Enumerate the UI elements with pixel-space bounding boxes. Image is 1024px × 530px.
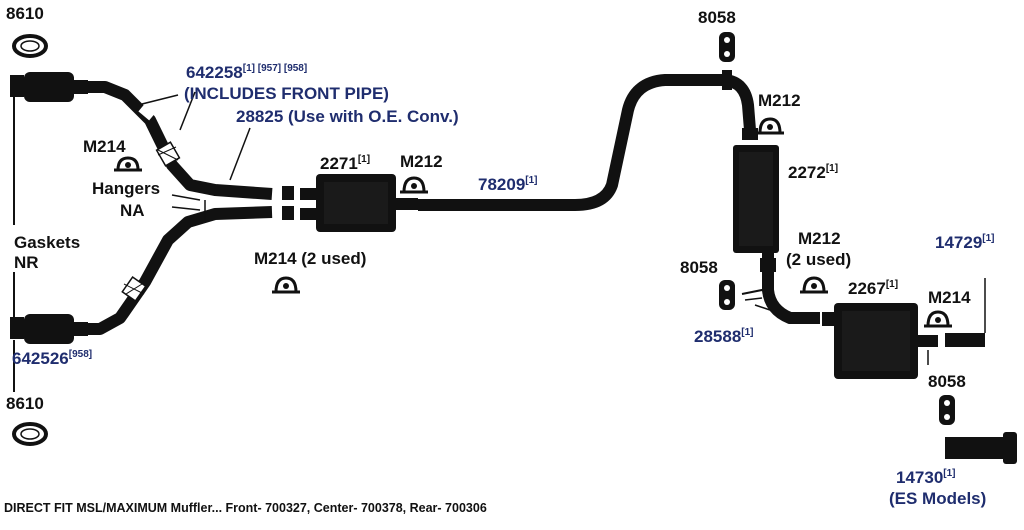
pipe-joint xyxy=(282,186,294,200)
m212-lower-right-note: (2 used) xyxy=(786,250,851,269)
gasket-top-label: 8610 xyxy=(6,4,44,23)
resonator xyxy=(733,145,779,253)
front-pipe-part-label: 642258[1] [957] [958] xyxy=(186,63,307,82)
muffler-2267-ref: [1] xyxy=(886,279,898,290)
diagram-caption: DIRECT FIT MSL/MAXIMUM Muffler... Front-… xyxy=(4,501,487,515)
rear-pipe xyxy=(762,253,820,324)
pipe-joint xyxy=(742,128,758,140)
pipe-28588-number: 28588 xyxy=(694,327,741,346)
resonator-2272-label: 2272[1] xyxy=(788,163,838,182)
tip-14730-label: 14730[1] xyxy=(896,468,956,487)
tip-14730-note: (ES Models) xyxy=(889,489,986,508)
exhaust-tip-14729 xyxy=(945,333,985,347)
flex-joint-icon xyxy=(155,141,181,167)
pipe-28588-label: 28588[1] xyxy=(694,327,754,346)
clamp-icon xyxy=(114,156,142,172)
tip-14729-ref: [1] xyxy=(982,233,994,244)
m212-lower-right-label: M212 xyxy=(798,229,841,248)
hangers-label: Hangers xyxy=(92,179,160,198)
bracket-icon xyxy=(741,288,771,311)
pipe-28825-label: 28825 (Use with O.E. Conv.) xyxy=(236,107,459,126)
pipe-78209-label: 78209[1] xyxy=(478,175,538,194)
gaskets-label: Gaskets xyxy=(14,233,80,252)
muffler-2271-ref: [1] xyxy=(358,154,370,165)
upper-front-pipe xyxy=(88,81,273,200)
part-642526-number: 642526 xyxy=(12,349,69,368)
clamp-icon xyxy=(756,117,784,135)
pipe-joint xyxy=(722,70,732,90)
m214-left-label: M214 xyxy=(83,137,126,156)
resonator-2272-ref: [1] xyxy=(826,163,838,174)
lower-front-pipe xyxy=(88,206,273,335)
hanger-8058-mid-label: 8058 xyxy=(680,258,718,277)
m212-upper-right-label: M212 xyxy=(758,91,801,110)
front-muffler xyxy=(316,174,418,232)
lower-catalytic-converter xyxy=(10,314,88,344)
part-642526-ref: [958] xyxy=(69,349,92,360)
part-642526-label: 642526[958] xyxy=(12,349,92,368)
clamp-icon xyxy=(272,276,300,294)
intermediate-pipe xyxy=(418,74,756,211)
tip-14730-ref: [1] xyxy=(943,468,955,479)
resonator-2272-number: 2272 xyxy=(788,163,826,182)
clamp-icon xyxy=(800,276,828,294)
tip-14730-number: 14730 xyxy=(896,468,943,487)
gasket-ring-icon xyxy=(12,422,48,446)
rubber-hanger-icon xyxy=(719,280,735,310)
clamp-icon xyxy=(924,310,952,328)
front-pipe-part-number: 642258 xyxy=(186,63,243,82)
exhaust-tip-14730 xyxy=(945,432,1017,464)
hangers-na-label: NA xyxy=(120,201,145,220)
muffler-inlet-upper xyxy=(300,188,318,200)
muffler-2271-label: 2271[1] xyxy=(320,154,370,173)
m214-center-label: M214 (2 used) xyxy=(254,249,366,268)
muffler-2267-number: 2267 xyxy=(848,279,886,298)
upper-catalytic-converter xyxy=(10,72,88,102)
pipe-joint xyxy=(282,206,294,220)
hanger-8058-top-label: 8058 xyxy=(698,8,736,27)
clamp-icon xyxy=(400,176,428,194)
gaskets-nr-label: NR xyxy=(14,253,39,272)
tip-14729-number: 14729 xyxy=(935,233,982,252)
m214-right-label: M214 xyxy=(928,288,971,307)
muffler-inlet-lower xyxy=(300,208,318,220)
rubber-hanger-icon xyxy=(939,395,955,425)
gasket-ring-icon xyxy=(12,34,48,58)
rear-muffler xyxy=(822,303,938,379)
pipe-78209-ref: [1] xyxy=(525,175,537,186)
muffler-2271-number: 2271 xyxy=(320,154,358,173)
muffler-2267-label: 2267[1] xyxy=(848,279,898,298)
front-pipe-note: (INCLUDES FRONT PIPE) xyxy=(184,84,389,103)
rubber-hanger-icon xyxy=(719,32,735,62)
pipe-28588-ref: [1] xyxy=(741,327,753,338)
gasket-bottom-label: 8610 xyxy=(6,394,44,413)
pipe-78209-number: 78209 xyxy=(478,175,525,194)
flex-joint-icon xyxy=(121,275,147,303)
hanger-8058-bottom-label: 8058 xyxy=(928,372,966,391)
m212-center-label: M212 xyxy=(400,152,443,171)
front-pipe-part-refs: [1] [957] [958] xyxy=(243,63,307,74)
tip-14729-label: 14729[1] xyxy=(935,233,995,252)
pipe-joint xyxy=(760,258,776,272)
